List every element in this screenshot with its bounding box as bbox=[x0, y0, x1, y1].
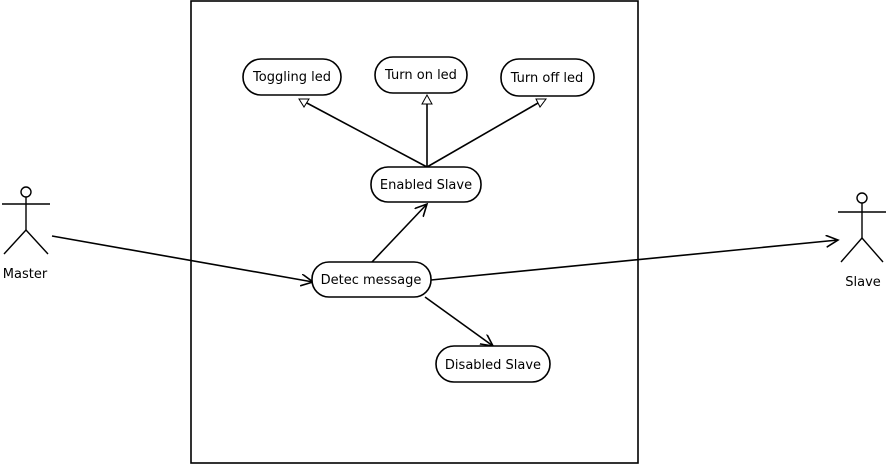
use-case-label: Detec message bbox=[321, 273, 422, 288]
system-boundary bbox=[190, 0, 639, 464]
generalization-toggling-led bbox=[298, 98, 428, 168]
use-case-label: Toggling led bbox=[252, 70, 331, 85]
use-case-toggling-led: Toggling led bbox=[242, 58, 342, 96]
use-case-label: Disabled Slave bbox=[445, 358, 541, 373]
actor-slave: Slave bbox=[838, 192, 886, 290]
generalization-turn-on-led bbox=[421, 93, 433, 167]
generalization-turn-off-led bbox=[426, 98, 547, 168]
actor-label: Slave bbox=[845, 275, 881, 290]
arrow-detec-to-enabled bbox=[371, 204, 427, 263]
use-case-turn-off-led: Turn off led bbox=[500, 58, 595, 97]
arrow-master-to-detec bbox=[51, 235, 313, 282]
use-case-disabled-slave: Disabled Slave bbox=[435, 345, 551, 383]
stick-figure-icon bbox=[838, 192, 886, 263]
use-case-detec-message: Detec message bbox=[311, 261, 432, 298]
use-case-label: Turn on led bbox=[384, 68, 457, 83]
use-case-turn-on-led: Turn on led bbox=[374, 56, 468, 94]
use-case-label: Turn off led bbox=[510, 71, 584, 86]
arrow-detec-to-slave bbox=[430, 240, 838, 281]
use-case-enabled-slave: Enabled Slave bbox=[370, 166, 482, 203]
arrow-detec-to-disabled bbox=[424, 296, 493, 346]
use-case-label: Enabled Slave bbox=[380, 178, 472, 193]
actor-label: Master bbox=[3, 267, 48, 282]
stick-figure-icon bbox=[2, 186, 50, 255]
actor-master: Master bbox=[2, 186, 50, 282]
